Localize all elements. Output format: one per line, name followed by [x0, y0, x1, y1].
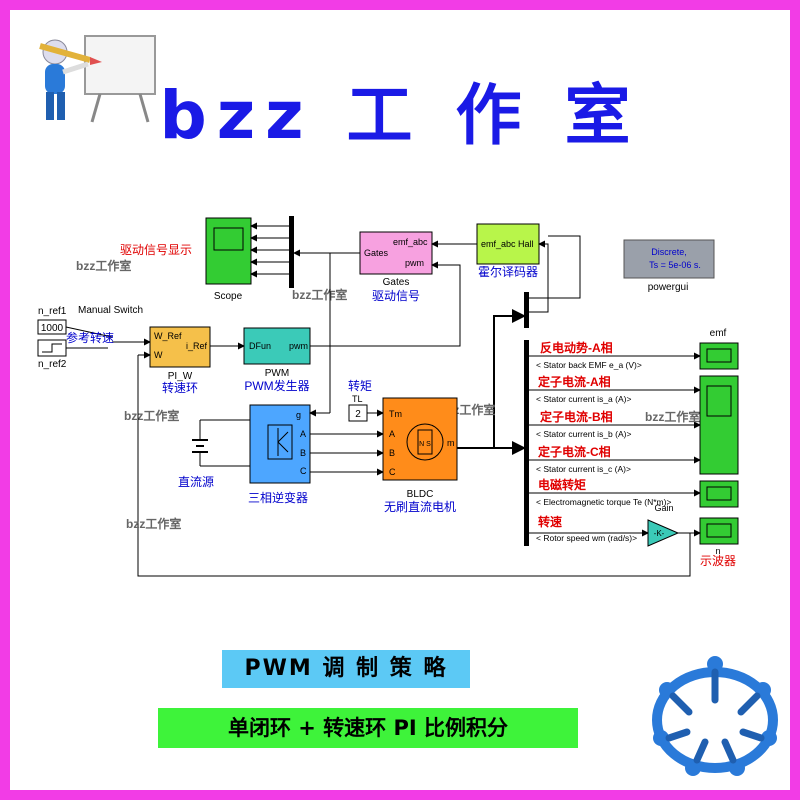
manual-switch-label: Manual Switch — [78, 305, 143, 316]
three-phase-inverter-block[interactable] — [249, 404, 311, 484]
gain-symbol: -K- — [654, 529, 665, 538]
watermark-5: bzz工作室 — [645, 409, 700, 424]
motor-a-port: A — [389, 429, 395, 439]
dc-source-block[interactable] — [192, 419, 250, 467]
pwm-strategy-banner: PWM 调 制 策 略 — [222, 650, 470, 688]
speed-scope-block[interactable] — [699, 517, 739, 545]
team-circle-icon — [652, 656, 778, 776]
pwm-generator-block[interactable] — [243, 327, 311, 365]
signal-5-cn: 电磁转矩 — [538, 477, 586, 492]
torque-scope-block[interactable] — [699, 480, 739, 508]
signal-4-cn: 定子电流-C相 — [538, 444, 611, 459]
scope-name: Scope — [214, 291, 243, 302]
inv-g-port: g — [296, 410, 301, 420]
pwm-out-port: pwm — [289, 341, 308, 351]
signal-4-en: < Stator current is_c (A)> — [536, 464, 631, 474]
speed-scope-name: n — [715, 546, 720, 556]
signal-1-cn: 反电动势-A相 — [540, 340, 613, 355]
powergui-line1: Discrete, — [651, 247, 687, 257]
watermark-6: bzz工作室 — [126, 516, 181, 531]
watermark-4: bzz工作室 — [124, 408, 179, 423]
hall-out-port: Hall — [518, 239, 534, 249]
signal-2-cn: 定子电流-A相 — [538, 374, 611, 389]
current-scope-block[interactable] — [699, 375, 739, 475]
presenter-figure-icon — [39, 35, 156, 123]
page-title: bzz 工 作 室 — [159, 77, 641, 154]
gates-in-port: Gates — [364, 248, 389, 258]
watermark-1: bzz工作室 — [76, 258, 131, 273]
gates-label-cn: 驱动信号 — [372, 289, 420, 303]
signal-1-en: < Stator back EMF e_a (V)> — [536, 360, 642, 370]
gates-emf-port: emf_abc — [393, 237, 428, 247]
n-ref1-label: n_ref1 — [38, 306, 67, 317]
signal-6-en: < Rotor speed wm (rad/s)> — [536, 533, 637, 543]
gates-block[interactable] — [359, 231, 433, 275]
dc-label-cn: 直流源 — [178, 475, 214, 489]
pwm-in-port: DFun — [249, 341, 271, 351]
tl-label: TL — [352, 394, 363, 404]
motor-b-port: B — [389, 448, 395, 458]
scope-label-cn: 驱动信号显示 — [120, 243, 192, 257]
signal-2-en: < Stator current is_a (A)> — [536, 394, 631, 404]
ref-speed-label: 参考转速 — [66, 330, 114, 345]
osc-label-cn: 示波器 — [700, 554, 736, 568]
inv-a-port: A — [300, 429, 306, 439]
signal-3-en: < Stator current is_b (A)> — [536, 429, 631, 439]
constant-value: 1000 — [41, 323, 64, 334]
powergui-block[interactable] — [623, 239, 715, 279]
bldc-motor-block[interactable] — [382, 397, 458, 481]
scope-block[interactable] — [205, 217, 252, 285]
motor-label-cn: 无刷直流电机 — [384, 500, 456, 514]
motor-tm-port: Tm — [389, 409, 402, 419]
hall-in-port: emf_abc — [481, 239, 516, 249]
manual-switch[interactable] — [65, 326, 151, 349]
inv-label-cn: 三相逆变器 — [248, 490, 308, 505]
emf-scope-name: emf — [710, 328, 727, 339]
step-input-block[interactable] — [37, 339, 67, 357]
pi-label-cn: 转速环 — [162, 380, 198, 395]
signal-3-cn: 定子电流-B相 — [540, 409, 613, 424]
hall-mux-bar — [524, 292, 529, 328]
scope-mux-bar — [289, 216, 294, 288]
pi-name: PI_W — [168, 371, 193, 382]
pwm-name: PWM — [265, 368, 289, 379]
inv-b-port: B — [300, 448, 306, 458]
gates-pwm-port: pwm — [405, 258, 424, 268]
control-strategy-banner: 单闭环 + 转速环 PI 比例积分 — [158, 708, 578, 748]
emf-scope-block[interactable] — [699, 342, 739, 370]
motor-c-port: C — [389, 467, 396, 477]
powergui-name: powergui — [648, 282, 689, 293]
torque-label-cn: 转矩 — [348, 378, 372, 393]
signal-5-en: < Electromagnetic torque Te (N*m)> — [536, 497, 671, 507]
pi-in2-port: W — [154, 350, 163, 360]
output-demux-bar — [524, 340, 529, 546]
pi-out-port: i_Ref — [186, 341, 208, 351]
watermark-2: bzz工作室 — [292, 287, 347, 302]
tl-value: 2 — [355, 409, 361, 420]
pi-in1-port: W_Ref — [154, 331, 182, 341]
motor-ns-label: N S — [419, 441, 431, 448]
gain-block[interactable] — [647, 519, 680, 547]
powergui-line2: Ts = 5e-06 s. — [649, 260, 701, 270]
motor-m-port: m — [447, 438, 455, 448]
gain-name: Gain — [654, 503, 673, 513]
pwm-label-cn: PWM发生器 — [244, 378, 309, 393]
signal-6-cn: 转速 — [538, 514, 562, 529]
pi-speed-controller-block[interactable] — [149, 326, 211, 368]
motor-name: BLDC — [407, 489, 434, 500]
n-ref2-label: n_ref2 — [38, 359, 67, 370]
hall-label-cn: 霍尔译码器 — [478, 264, 538, 279]
hall-decoder-block[interactable] — [476, 223, 540, 265]
inv-c-port: C — [300, 466, 307, 476]
gates-name: Gates — [383, 277, 410, 288]
